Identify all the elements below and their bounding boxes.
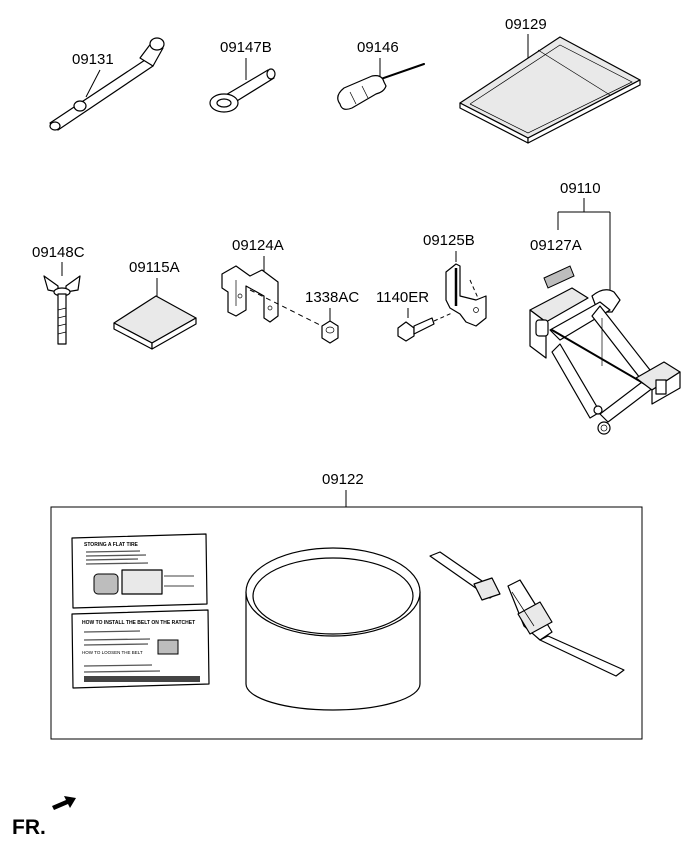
bolt-part-1140ER: 1140ER bbox=[376, 289, 453, 342]
part-label-09125B: 09125B bbox=[423, 232, 475, 249]
lug-wrench-part-09131: 09131 bbox=[49, 37, 165, 131]
label-sheet-bottom-subtitle: HOW TO LOOSEN THE BELT bbox=[82, 650, 143, 655]
part-label-09127A: 09127A bbox=[530, 237, 582, 254]
part-label-09124A: 09124A bbox=[232, 237, 284, 254]
direction-label: FR. bbox=[12, 816, 46, 839]
tool-bag-part-09129: 09129 bbox=[459, 16, 641, 144]
part-label-09131: 09131 bbox=[72, 51, 114, 68]
tire-kit-group-09122: 09122 bbox=[50, 471, 643, 740]
front-arrow-icon bbox=[52, 796, 76, 810]
part-label-09115A: 09115A bbox=[129, 259, 180, 276]
towing-hook-part-09147B: 09147B bbox=[209, 39, 276, 113]
part-label-09147B: 09147B bbox=[220, 39, 272, 56]
kit-frame bbox=[50, 506, 643, 740]
part-label-1140ER: 1140ER bbox=[376, 289, 429, 306]
part-label-09122: 09122 bbox=[322, 471, 364, 488]
part-label-09110: 09110 bbox=[560, 180, 601, 197]
pad-part-09115A: 09115A bbox=[113, 259, 197, 350]
screwdriver-part-09146: 09146 bbox=[337, 39, 425, 110]
front-direction-indicator: FR. bbox=[12, 796, 76, 839]
bracket-part-09124A: 09124A bbox=[221, 237, 327, 329]
scissor-jack-part-09110 bbox=[529, 287, 681, 435]
wing-bolt-part-09148C: 09148C bbox=[32, 244, 85, 345]
instruction-labels: STORING A FLAT TIRE HOW TO INSTALL THE B… bbox=[71, 533, 210, 689]
label-sheet-bottom-title: HOW TO INSTALL THE BELT ON THE RATCHET bbox=[82, 620, 195, 626]
tire-cover bbox=[245, 547, 421, 711]
ratchet-strap bbox=[429, 551, 625, 677]
nut-part-1338AC: 1338AC bbox=[305, 289, 359, 344]
part-label-09148C: 09148C bbox=[32, 244, 85, 261]
label-part-09127A: 09127A bbox=[530, 237, 582, 289]
part-label-09129: 09129 bbox=[505, 16, 547, 33]
part-label-09146: 09146 bbox=[357, 39, 399, 56]
label-sheet-top-title: STORING A FLAT TIRE bbox=[84, 542, 139, 548]
bracket-part-09125B: 09125B bbox=[423, 232, 487, 327]
part-label-1338AC: 1338AC bbox=[305, 289, 359, 306]
leader-09110: 09110 bbox=[557, 180, 611, 290]
